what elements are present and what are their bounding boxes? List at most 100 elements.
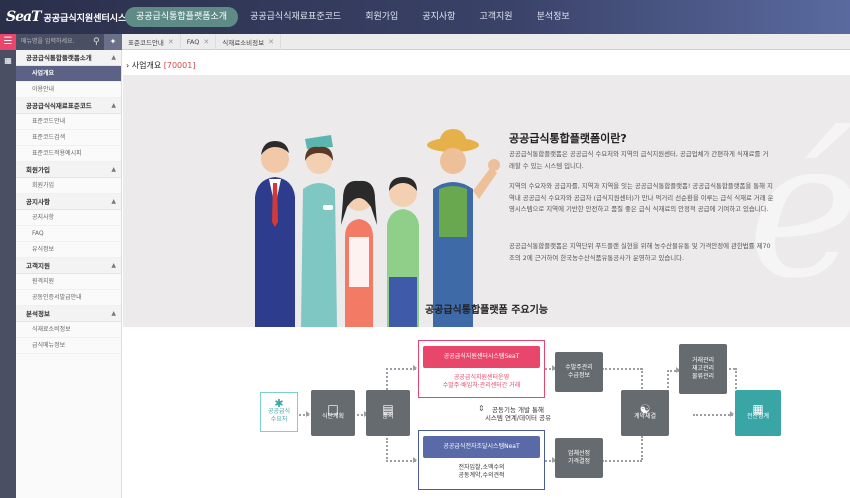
seat-desc-1: 공공급식지원센터운영 [453,374,510,381]
connector [602,460,642,462]
monitor-icon: □ [327,402,339,416]
sidebar-item-notice[interactable]: 공지사항 [16,210,121,226]
nav-item-notice[interactable]: 공지사항 [422,12,456,22]
sidebar-group-signup[interactable]: 회원가입▲ [16,162,121,178]
consumer-label-2: 수요처 [270,416,288,423]
arrow-right-icon [306,411,310,417]
sidebar-group-platform[interactable]: 공공급식통합플랫폼소개 ▲ [16,50,121,66]
sidebar-item-code-guide[interactable]: 표준코드안내 [16,114,121,130]
main-content: › 사업개요 [70001] é 공공급식통합플랫폼이란? 공공급식통합플랫폼은… [123,50,850,498]
connector [386,368,416,370]
sidebar-group-label: 공지사항 [26,198,50,206]
close-icon[interactable]: ✕ [268,37,274,46]
seat-desc-2: 수발주·배입처·관리센터간 거래 [442,382,521,389]
connector [386,438,388,462]
neat-system-box: 공공급식전자조달시스템NeaT 전자입찰,소액수의 공동계약,수의견적 [418,430,545,490]
connector [602,368,642,370]
sidebar-group-label: 공공급식식재료표준코드 [26,102,92,110]
logo[interactable]: SeaT 공공급식지원센터시스템 [0,0,135,34]
tab-bar: ☰ ⚲ ✦ 표준코드안내✕ FAQ✕ 식재료소비정보✕ [0,33,850,50]
decorative-e-swirl: é [747,99,850,320]
nav-item-platform-intro[interactable]: 공공급식통합플랫폼소개 [125,7,239,27]
nav-item-analysis[interactable]: 분석정보 [536,12,570,22]
order-mgmt-2: 수급정보 [567,372,591,379]
close-icon[interactable]: ✕ [167,37,174,46]
sidebar-item-faq[interactable]: FAQ [16,226,121,242]
logo-text: 공공급식지원센터시스템 [43,13,135,24]
hero-paragraph-3: 공공급식통합플랫폼은 지역단위 푸드플랜 실현을 위해 농수산물유통 및 가격안… [509,242,771,262]
sidebar-item-guide[interactable]: 이용안내 [16,82,121,98]
settlement-box: ▦ 전산정계 [735,390,781,436]
chevron-up-icon: ▲ [111,54,116,61]
sidebar: 공공급식통합플랫폼소개 ▲ 사업개요 이용안내 공공급식식재료표준코드 ▲ 표준코드… [16,50,122,498]
sidebar-group-analysis[interactable]: 분석정보 ▲ [16,306,121,322]
sidebar-item-remote-support[interactable]: 원격지원 [16,274,121,290]
icon-rail: ▦ [0,50,16,498]
connector [667,370,669,392]
main-nav: 공공급식통합플랫폼소개 공공급식식재료표준코드 회원가입 공지사항 고객지원 분… [125,0,582,34]
nav-item-support[interactable]: 고객지원 [479,12,513,22]
sidebar-item-signup[interactable]: 회원가입 [16,178,121,194]
connector [641,436,643,460]
sidebar-item-useful-info[interactable]: 유식정보 [16,242,121,258]
nav-item-signup[interactable]: 회원가입 [365,12,399,22]
features-title: 공공급식통합플랫폼 주요기능 [424,305,549,316]
hero-paragraph-2: 지역의 수요자와 공급자를, 지역과 지역을 잇는 공공급식통합플랫폼! 공공급… [509,182,774,213]
connector [545,460,555,462]
tab-food-consumption[interactable]: 식재료소비정보✕ [216,33,281,50]
neat-desc-2: 공동계약,수의견적 [458,472,505,479]
close-icon[interactable]: ✕ [203,37,210,46]
wrench-icon[interactable]: ✦ [104,33,122,50]
transaction-box: 거래관리 재고관리 물류관리 [679,344,727,394]
sidebar-group-standard-code[interactable]: 공공급식식재료표준코드 ▲ [16,98,121,114]
transaction-3: 물류관리 [691,373,715,380]
sidebar-group-label: 고객지원 [26,262,50,270]
page-title: 사업개요 [131,61,162,70]
sidebar-group-label: 공공급식통합플랫폼소개 [26,54,92,62]
sidebar-item-meal-menu[interactable]: 급식메뉴정보 [16,338,121,354]
up-down-arrow-icon: ⇕ [478,404,485,413]
hero-title: 공공급식통합플랫폼이란? [509,132,627,145]
logo-mark: SeaT [6,9,42,25]
sidebar-item-code-search[interactable]: 표준코드검색 [16,130,121,146]
arrow-right-icon [730,411,734,417]
tab-standard-code[interactable]: 표준코드안내✕ [122,33,181,50]
connector [353,414,367,416]
select-supplier-1: 업체선정 [567,450,591,457]
top-navigation-bar: SeaT 공공급식지원센터시스템 공공급식통합플랫폼소개 공공급식식재료표준코드… [0,0,850,34]
sidebar-group-support[interactable]: 고객지원▲ [16,258,121,274]
tab-label: 식재료소비정보 [222,38,265,47]
sidebar-item-overview[interactable]: 사업개요 [16,66,121,82]
arrow-right-icon [676,367,680,373]
hamburger-menu-icon[interactable]: ☰ [0,33,16,50]
shared-function-note: 공동기능 개발 통해 시스템 연계/데이터 공유 [473,400,563,428]
search-icon[interactable]: ⚲ [93,36,100,47]
sidebar-item-food-consumption[interactable]: 식재료소비정보 [16,322,121,338]
shared-note-1: 공동기능 개발 통해 [492,406,544,414]
arrow-right-icon [413,457,417,463]
page-code: [70001] [163,61,196,70]
nav-item-standard-code[interactable]: 공공급식식재료표준코드 [250,12,342,22]
sidebar-group-label: 분석정보 [26,310,50,318]
tab-faq[interactable]: FAQ✕ [181,33,217,50]
sidebar-item-certificate[interactable]: 공동인증서발급안내 [16,290,121,306]
family-illustration [255,129,500,327]
hero-paragraph-1: 공공급식통합플랫폼은 공공급식 수요처와 지역의 급식지원센터, 공급업체가 간… [509,150,769,170]
sitemap-icon[interactable]: ▦ [4,55,12,65]
arrow-right-icon [552,457,556,463]
supplier-selection-box: 업체선정 가격결정 [555,438,603,478]
seat-header: 공공급식지원센터시스템SeaT [423,346,540,368]
connector [641,368,643,392]
people-icon: ✱ [274,397,284,410]
connector [386,368,388,390]
breadcrumb: › 사업개요 [70001] [126,61,196,70]
menu-search-input[interactable] [21,35,93,48]
shared-note-2: 시스템 연계/데이터 공유 [484,414,552,422]
connector [545,368,555,370]
settlement-label: 전산정계 [746,413,770,420]
sidebar-item-code-example[interactable]: 표준코드적용예시피 [16,146,121,162]
chevron-up-icon: ▲ [111,102,116,109]
sidebar-group-notice[interactable]: 공지사항▲ [16,194,121,210]
document-icon: ▤ [382,402,394,416]
chevron-up-icon: ▲ [111,310,116,317]
